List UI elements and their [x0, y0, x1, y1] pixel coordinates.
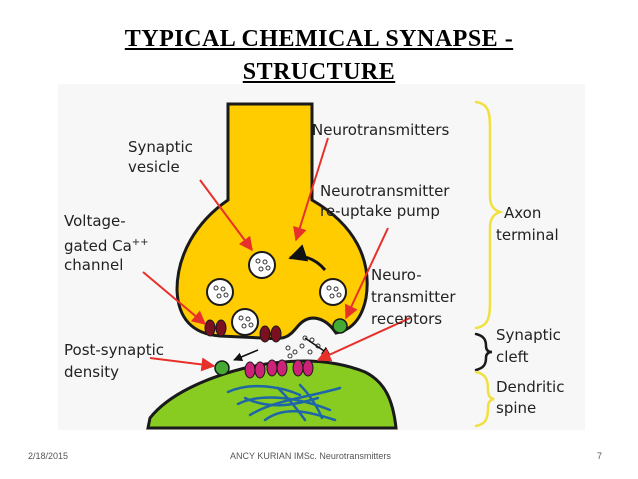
label-ca-channel-2: gated Ca++ — [64, 234, 149, 255]
reuptake-pump — [332, 318, 348, 334]
label-reuptake-1: Neurotransmitter — [320, 182, 450, 200]
label-neurotransmitters: Neurotransmitters — [312, 121, 450, 139]
label-receptors-2: transmitter — [371, 288, 456, 306]
label-synaptic-vesicle-2: vesicle — [128, 158, 180, 176]
cleft-brace — [474, 332, 493, 372]
footer-page-number: 7 — [597, 451, 603, 461]
label-ca-channel-2-text: gated Ca — [64, 237, 132, 255]
braces — [474, 100, 504, 428]
slide-title-line2: STRUCTURE — [242, 59, 396, 85]
label-reuptake-2: re-uptake pump — [320, 202, 440, 220]
label-cleft-2: cleft — [496, 348, 529, 366]
footer-date: 2/18/2015 — [28, 451, 69, 461]
label-synaptic-vesicle-1: Synaptic — [128, 138, 193, 156]
label-axon-2: terminal — [496, 226, 559, 244]
axon-brace — [474, 100, 504, 330]
synaptic-vesicles — [206, 251, 347, 336]
label-ca-channel-3: channel — [64, 256, 124, 274]
calcium-channels — [204, 319, 282, 343]
label-spine-1: Dendritic — [496, 378, 565, 396]
psd-blob — [214, 360, 230, 376]
label-ca-channel-1: Voltage- — [64, 212, 126, 230]
label-ca-superscript: ++ — [131, 237, 149, 248]
label-axon-1: Axon — [504, 204, 542, 222]
spine-brace — [474, 370, 495, 428]
pointer-arrows — [142, 137, 411, 372]
label-psd-1: Post-synaptic — [64, 341, 165, 359]
label-spine-2: spine — [496, 399, 537, 417]
label-receptors-3: receptors — [371, 310, 443, 328]
footer-author: ANCY KURIAN IMSc. Neurotransmitters — [230, 451, 391, 461]
slide-title-line1: TYPICAL CHEMICAL SYNAPSE - — [124, 26, 514, 52]
label-receptors-1: Neuro- — [371, 266, 422, 284]
label-cleft-1: Synaptic — [496, 326, 561, 344]
vesicle-contents — [213, 258, 342, 329]
cytoskeleton-filaments — [226, 383, 342, 422]
label-psd-2: density — [64, 363, 119, 381]
receptors — [244, 359, 314, 379]
